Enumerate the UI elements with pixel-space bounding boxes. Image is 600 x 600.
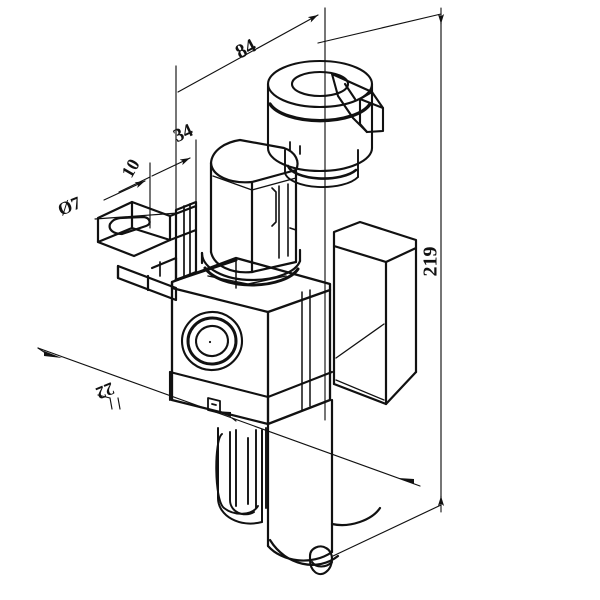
bowl-sight-glass [215, 427, 267, 516]
knob-top-nub [289, 141, 301, 155]
body-edge-details [170, 257, 311, 411]
bracket-ribs [159, 203, 191, 277]
filter-bowl [266, 398, 382, 566]
mounting-bracket [96, 200, 198, 258]
regulator-body [332, 220, 418, 406]
bowl-guard [217, 427, 263, 525]
dimension-lines [37, 7, 445, 557]
body-drain-detail [207, 397, 221, 414]
knob-base-collar [200, 248, 302, 287]
gauge-port [180, 310, 244, 372]
knob-lever-arm [330, 72, 385, 134]
adjustment-knob-lever [266, 59, 374, 173]
regulator-knob-cap [209, 138, 299, 274]
dimension-label-219: 219 [419, 246, 442, 277]
bracket-plate [116, 200, 198, 302]
body-bottom-flange [168, 370, 334, 426]
knob-cap-ribs [271, 183, 297, 259]
drain-valve [308, 545, 334, 576]
